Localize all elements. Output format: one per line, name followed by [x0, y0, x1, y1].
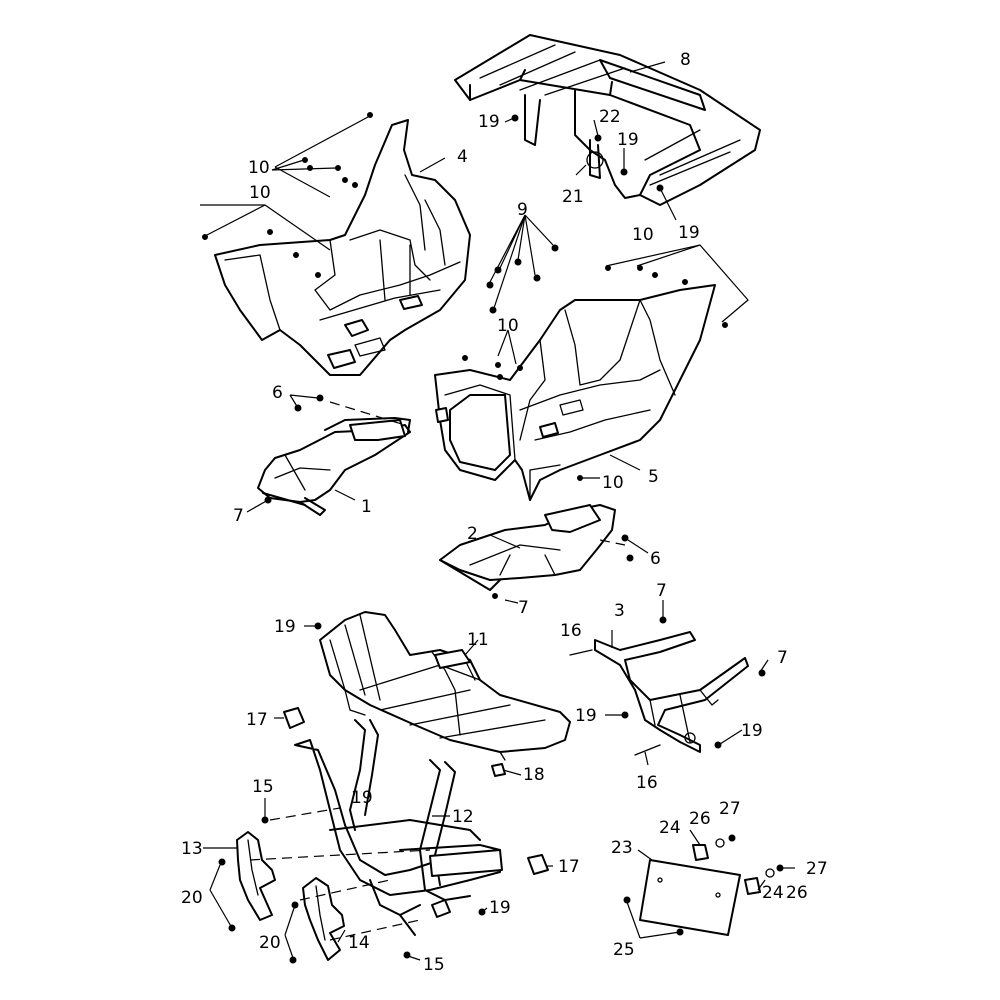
label-part-12: 12 [452, 807, 474, 827]
label-part-16: 16 [560, 621, 582, 641]
label-part-10: 10 [249, 183, 271, 203]
label-part-23: 23 [611, 838, 633, 858]
label-part-7: 7 [777, 648, 788, 668]
label-part-19: 19 [741, 721, 763, 741]
fasteners [202, 112, 784, 964]
label-part-17: 17 [558, 857, 580, 877]
label-part-15: 15 [252, 777, 274, 797]
bracket-part-3 [594, 631, 749, 753]
front-rack-part-11 [319, 611, 571, 761]
label-part-17: 17 [246, 710, 268, 730]
label-part-21: 21 [562, 187, 584, 207]
rear-rack-part-8 [454, 34, 761, 206]
label-part-25: 25 [613, 940, 635, 960]
label-part-1: 1 [361, 497, 372, 517]
label-part-24: 24 [762, 883, 784, 903]
label-part-13: 13 [181, 839, 203, 859]
label-part-19: 19 [489, 898, 511, 918]
alignment-lines [249, 401, 626, 941]
bushing-parts [283, 707, 549, 875]
label-part-19: 19 [478, 112, 500, 132]
footrest-part-2 [439, 504, 616, 591]
label-part-19: 19 [617, 130, 639, 150]
label-part-6: 6 [272, 383, 283, 403]
front-fender-part-4 [214, 119, 471, 376]
label-part-10: 10 [632, 225, 654, 245]
label-part-24: 24 [659, 818, 681, 838]
label-part-7: 7 [518, 598, 529, 618]
label-part-9: 9 [517, 200, 528, 220]
label-part-16: 16 [636, 773, 658, 793]
label-part-6: 6 [650, 549, 661, 569]
label-part-5: 5 [648, 467, 659, 487]
label-part-2: 2 [467, 524, 478, 544]
label-part-3: 3 [614, 601, 625, 621]
plate-part-23 [639, 844, 761, 936]
label-part-20: 20 [181, 888, 203, 908]
label-part-10: 10 [602, 473, 624, 493]
label-part-7: 7 [233, 506, 244, 526]
label-part-27: 27 [719, 799, 741, 819]
label-part-19: 19 [351, 788, 373, 808]
label-part-18: 18 [523, 765, 545, 785]
label-part-10: 10 [497, 316, 519, 336]
label-part-20: 20 [259, 933, 281, 953]
label-part-15: 15 [423, 955, 445, 975]
footrest-part-1 [257, 417, 411, 516]
label-part-19: 19 [274, 617, 296, 637]
main-frame-part-12 [294, 719, 503, 936]
label-part-26: 26 [689, 809, 711, 829]
label-part-27: 27 [806, 859, 828, 879]
label-part-26: 26 [786, 883, 808, 903]
bracket-part-14 [302, 877, 345, 961]
label-part-10: 10 [248, 158, 270, 178]
rear-fender-part-5 [434, 284, 716, 501]
label-part-19: 19 [575, 706, 597, 726]
label-part-19: 19 [678, 223, 700, 243]
label-part-22: 22 [599, 107, 621, 127]
callout-labels: 1 2 3 4 5 6 6 7 7 7 7 8 9 10 10 10 10 10… [181, 50, 828, 975]
label-part-7: 7 [656, 581, 667, 601]
label-part-8: 8 [680, 50, 691, 70]
label-part-11: 11 [467, 630, 489, 650]
bracket-part-13 [236, 831, 276, 921]
label-part-4: 4 [457, 147, 468, 167]
leader-lines [200, 61, 795, 961]
label-part-14: 14 [348, 933, 370, 953]
